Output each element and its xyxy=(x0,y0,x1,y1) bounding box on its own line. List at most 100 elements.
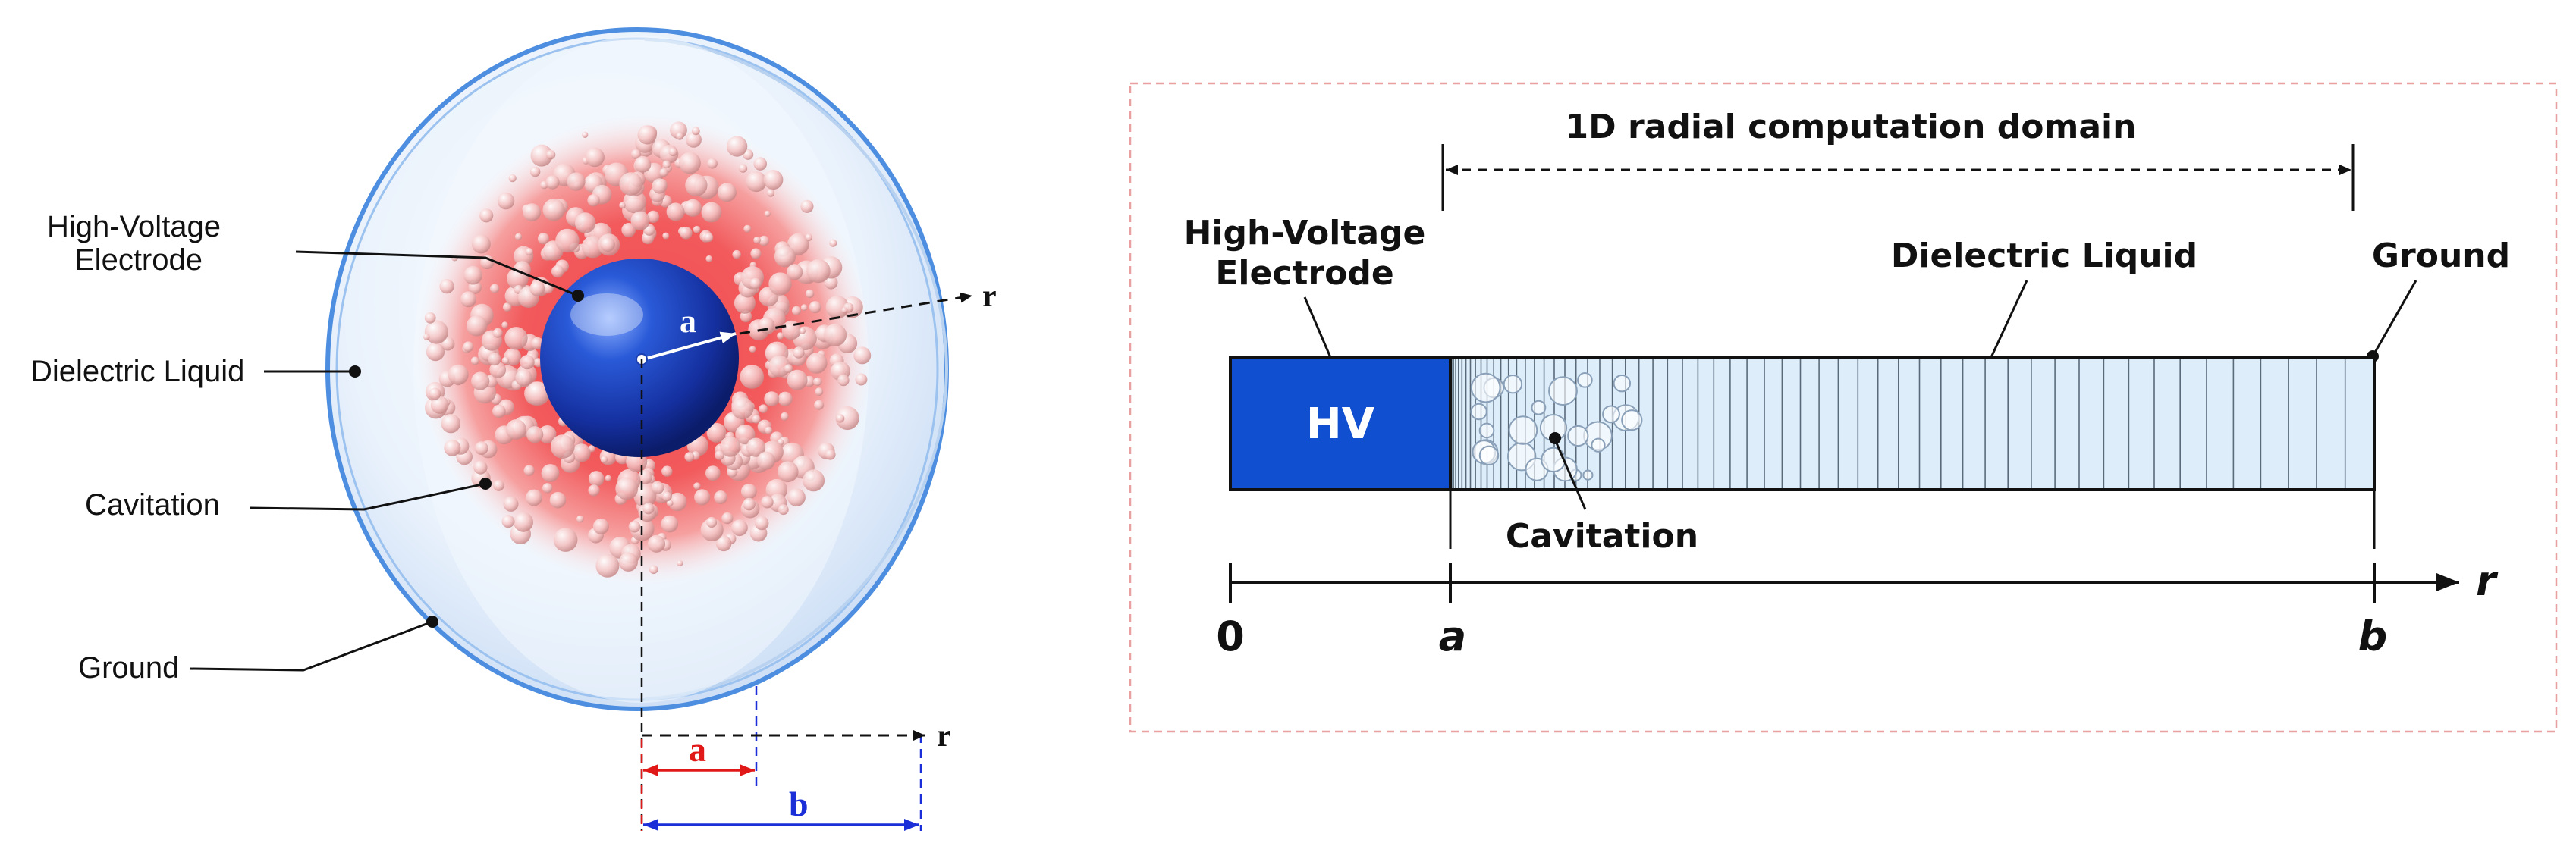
dim-a-label: a xyxy=(689,730,706,769)
bubble xyxy=(720,436,741,457)
bubble xyxy=(743,497,756,511)
electrode-highlight xyxy=(570,293,643,336)
bubble xyxy=(800,304,808,312)
bubble xyxy=(767,189,775,197)
bubble xyxy=(526,381,550,406)
bubble-1d xyxy=(1591,437,1606,453)
dot-ground xyxy=(426,616,438,628)
bubble xyxy=(693,482,701,490)
bubble xyxy=(824,275,838,290)
bubble xyxy=(587,194,600,207)
bubble xyxy=(444,439,461,456)
radius-arrow xyxy=(642,331,737,361)
bubble-1d xyxy=(1613,375,1632,393)
bubble xyxy=(473,460,488,475)
bubble xyxy=(791,306,802,315)
bubble-1d xyxy=(1567,425,1589,447)
bubble xyxy=(600,237,615,252)
bubble xyxy=(829,239,837,247)
bubble xyxy=(567,172,586,191)
bubble xyxy=(685,131,702,148)
bubble xyxy=(526,426,544,443)
bubble xyxy=(575,212,596,233)
bubble xyxy=(778,461,799,483)
bubble xyxy=(585,147,605,168)
bubble xyxy=(700,518,724,542)
bubble xyxy=(746,437,766,457)
bubble xyxy=(545,149,556,160)
cut-plane-edge xyxy=(644,38,949,700)
bubble xyxy=(778,391,793,406)
bubble xyxy=(529,166,541,177)
bubble xyxy=(463,265,482,285)
bubble xyxy=(430,396,449,414)
bubble xyxy=(582,131,589,138)
bubble xyxy=(749,346,756,353)
bubble xyxy=(715,535,732,552)
bubble xyxy=(853,346,872,365)
radius-label-a: a xyxy=(680,302,696,340)
bubble xyxy=(721,512,734,525)
bubble xyxy=(470,356,479,365)
bubble xyxy=(752,415,761,424)
bubble xyxy=(615,477,639,500)
bubble xyxy=(705,255,713,262)
bubble xyxy=(774,246,796,268)
dot-hv-electrode xyxy=(572,290,584,302)
label-dielectric-liquid: Dielectric Liquid xyxy=(30,355,244,388)
bubble xyxy=(763,170,784,190)
bubble xyxy=(489,361,507,378)
bubble xyxy=(529,280,545,296)
bubble xyxy=(684,452,695,462)
bubble xyxy=(642,503,655,515)
leader-right-ground xyxy=(2371,280,2417,357)
bubble xyxy=(809,301,821,314)
bubble xyxy=(618,552,639,572)
bubble xyxy=(439,279,454,294)
bubble xyxy=(502,302,512,312)
bubble xyxy=(787,369,808,390)
right-label-cavitation: Cavitation xyxy=(1506,517,1698,556)
bubble xyxy=(619,172,643,196)
bubble xyxy=(707,158,718,169)
bubble xyxy=(666,500,674,506)
bubble xyxy=(768,272,792,296)
bubble xyxy=(572,443,591,462)
bubble xyxy=(756,451,775,470)
bubble xyxy=(715,450,724,460)
bubble xyxy=(634,155,652,173)
bubble xyxy=(734,292,756,314)
bubble xyxy=(651,481,664,494)
dot-cavitation xyxy=(479,478,492,490)
bubble xyxy=(526,489,542,506)
bubble xyxy=(592,518,609,534)
bubble xyxy=(549,491,567,509)
bubble xyxy=(837,374,850,387)
bubble xyxy=(492,328,503,338)
bubble xyxy=(805,289,815,299)
bubble xyxy=(621,223,636,237)
leader-ground xyxy=(189,620,433,672)
bubble xyxy=(824,323,847,346)
bubble xyxy=(666,202,685,221)
bubble xyxy=(813,377,822,387)
bubble-1d xyxy=(1503,375,1523,394)
bubble xyxy=(460,291,476,308)
bubble-1d xyxy=(1541,447,1566,473)
bubble xyxy=(825,449,836,460)
bubble xyxy=(803,469,825,492)
r-axis-dashed xyxy=(739,292,973,335)
bubble xyxy=(693,225,701,233)
bubble xyxy=(726,136,748,157)
bubble xyxy=(429,387,441,400)
bubble xyxy=(542,199,565,221)
bubble xyxy=(668,492,687,512)
right-label-electrode-line1: High-Voltage xyxy=(1184,214,1426,252)
bubble xyxy=(694,489,711,506)
bubble xyxy=(841,307,848,314)
bubble xyxy=(691,127,700,136)
leader-right-cavitation xyxy=(1553,439,1587,510)
bubble xyxy=(551,265,564,278)
bubble xyxy=(815,387,824,396)
label-hv-electrode-line1: High-Voltage xyxy=(47,210,221,243)
